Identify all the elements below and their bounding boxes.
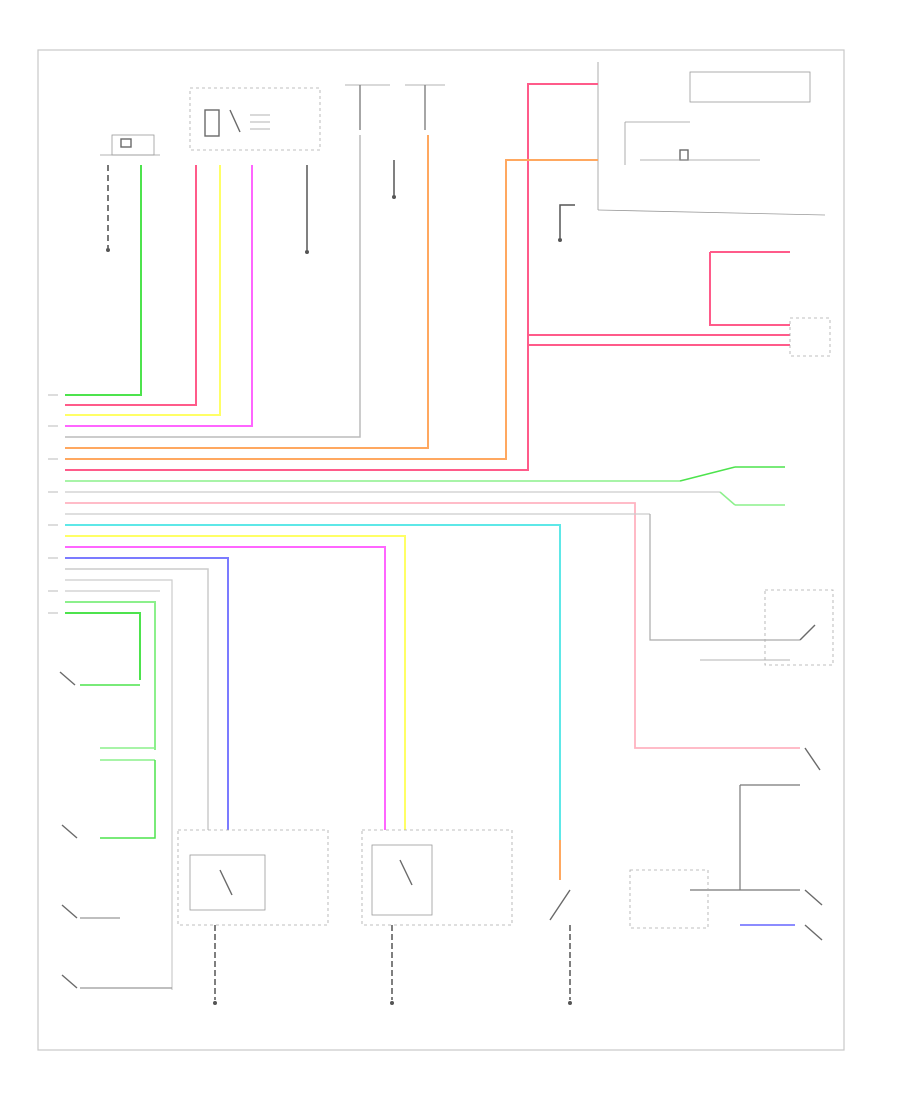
right-switch-block bbox=[649, 514, 834, 666]
illumination-control-block bbox=[65, 87, 321, 427]
diagram-frame bbox=[37, 49, 845, 1051]
left-switch-column bbox=[59, 671, 172, 989]
top-left-switch-block bbox=[65, 134, 160, 396]
harness-rows bbox=[65, 480, 800, 990]
bottom-right-switches bbox=[629, 747, 823, 941]
fuse-block bbox=[65, 84, 445, 449]
top-right-modules bbox=[65, 62, 831, 471]
right-green-connectors bbox=[679, 466, 785, 506]
harness-pin-markers bbox=[48, 394, 58, 614]
bottom-center-blocks bbox=[177, 829, 572, 1005]
